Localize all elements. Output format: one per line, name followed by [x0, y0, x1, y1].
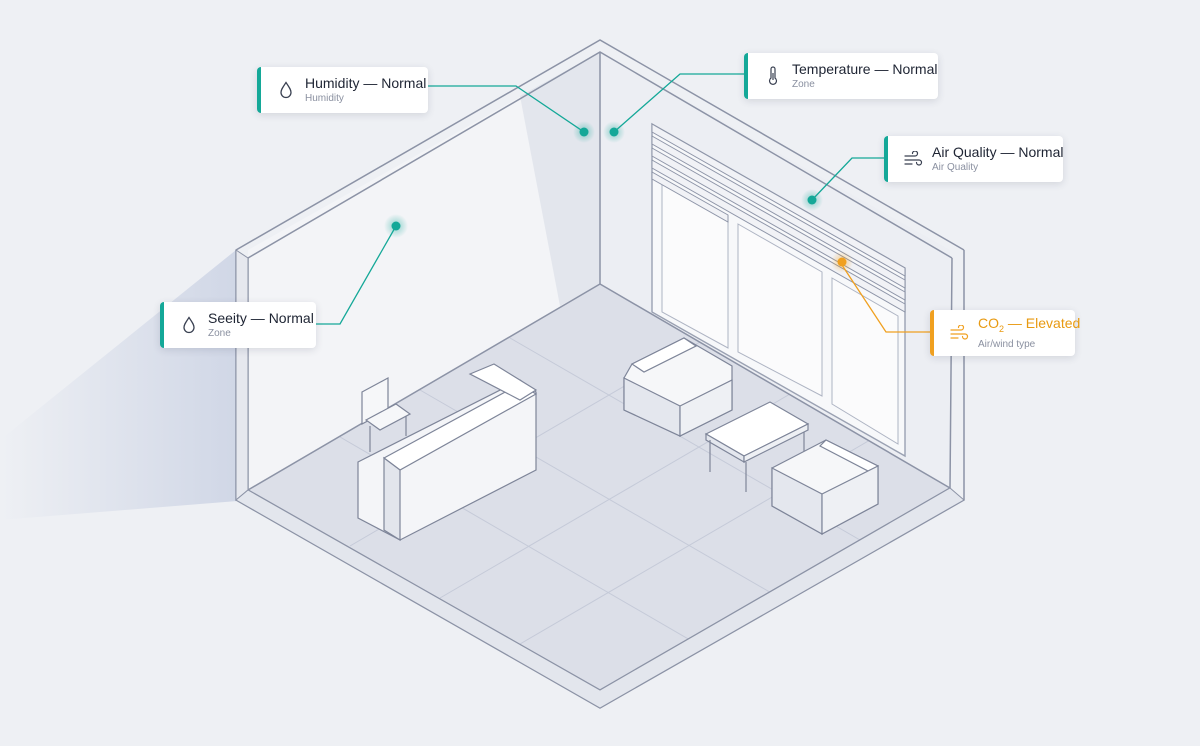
sensor-card-temperature[interactable]: Temperature — Normal Zone — [744, 53, 938, 99]
coffee-table — [704, 401, 810, 492]
sensor-title: CO2 — Elevated — [978, 315, 1080, 338]
sensor-dot-temperature — [609, 127, 619, 137]
sensor-subtitle: Air/wind type — [978, 338, 1036, 350]
wind-icon — [902, 148, 924, 170]
sensor-subtitle: Humidity — [305, 93, 344, 104]
desk-chair — [361, 376, 412, 452]
left-wall — [248, 52, 600, 490]
sensor-dot-seeity — [391, 221, 401, 231]
sensor-dot-humidity — [579, 127, 589, 137]
left-wall-shade — [520, 52, 600, 306]
leader-seeity — [316, 225, 397, 325]
sensor-dot-co2 — [837, 257, 847, 267]
room-shadow — [0, 250, 250, 520]
window — [651, 122, 906, 458]
sensor-card-air-quality[interactable]: Air Quality — Normal Air Quality — [884, 136, 1063, 182]
wind-icon — [948, 322, 970, 344]
sensor-card-seeity[interactable]: Seeity — Normal Zone — [160, 302, 316, 348]
sensor-title: Humidity — Normal — [305, 75, 427, 91]
wall-thickness-bottom — [235, 487, 965, 709]
sensor-title: Seeity — Normal — [208, 310, 314, 326]
sensor-subtitle: Air Quality — [932, 162, 979, 173]
armchair-front — [771, 439, 880, 536]
sensor-card-co2[interactable]: CO2 — Elevated Air/wind type — [930, 310, 1080, 356]
sensor-title: Air Quality — Normal — [932, 144, 1064, 160]
leader-co2 — [839, 261, 930, 333]
droplet-icon — [178, 314, 200, 336]
sensor-subtitle: Zone — [208, 328, 231, 339]
wall-thickness-left — [235, 249, 249, 502]
armchair-back — [623, 337, 733, 437]
leader-temperature — [613, 73, 744, 133]
co2-status: — Elevated — [1004, 315, 1081, 332]
leader-air-quality — [811, 157, 884, 201]
sensor-dot-air-quality — [807, 195, 817, 205]
sensor-card-humidity[interactable]: Humidity — Normal Humidity — [257, 67, 428, 113]
sensor-title: Temperature — Normal — [792, 61, 938, 77]
thermometer-icon — [762, 65, 784, 87]
reception-counter — [357, 363, 538, 542]
co2-label: CO — [978, 315, 999, 332]
co2-subscript: 2 — [999, 323, 1005, 334]
sensor-subtitle: Zone — [792, 79, 815, 90]
leader-lines — [316, 73, 930, 333]
droplet-icon — [275, 79, 297, 101]
leader-humidity — [428, 85, 585, 133]
sensor-dots — [384, 121, 853, 273]
